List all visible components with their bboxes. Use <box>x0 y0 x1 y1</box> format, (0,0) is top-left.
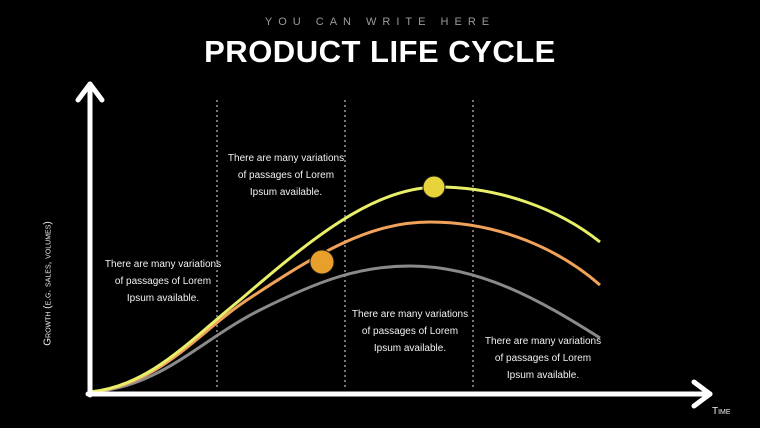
yellow-marker-dot <box>422 175 446 199</box>
curve-gray <box>89 264 601 394</box>
note-growth: There are many variations of passages of… <box>227 153 345 198</box>
orange-marker-dot <box>309 249 335 275</box>
page-title: PRODUCT LIFE CYCLE <box>204 34 556 69</box>
note-introduction: There are many variations of passages of… <box>104 259 222 304</box>
y-axis <box>75 81 105 398</box>
subtitle: YOU CAN WRITE HERE <box>264 16 496 28</box>
stage-dividers <box>216 100 474 390</box>
note-decline: There are many variations of passages of… <box>484 336 602 381</box>
curve-yellow <box>89 185 601 394</box>
x-axis <box>85 379 713 409</box>
note-maturity: There are many variations of passages of… <box>351 309 469 354</box>
curve-orange <box>89 220 601 394</box>
x-axis-arrow-icon <box>691 379 713 409</box>
y-axis-label: Growth (e.g. sales, volumes) <box>42 221 54 346</box>
y-axis-arrow-icon <box>75 81 105 103</box>
x-axis-label: Time <box>712 406 731 417</box>
